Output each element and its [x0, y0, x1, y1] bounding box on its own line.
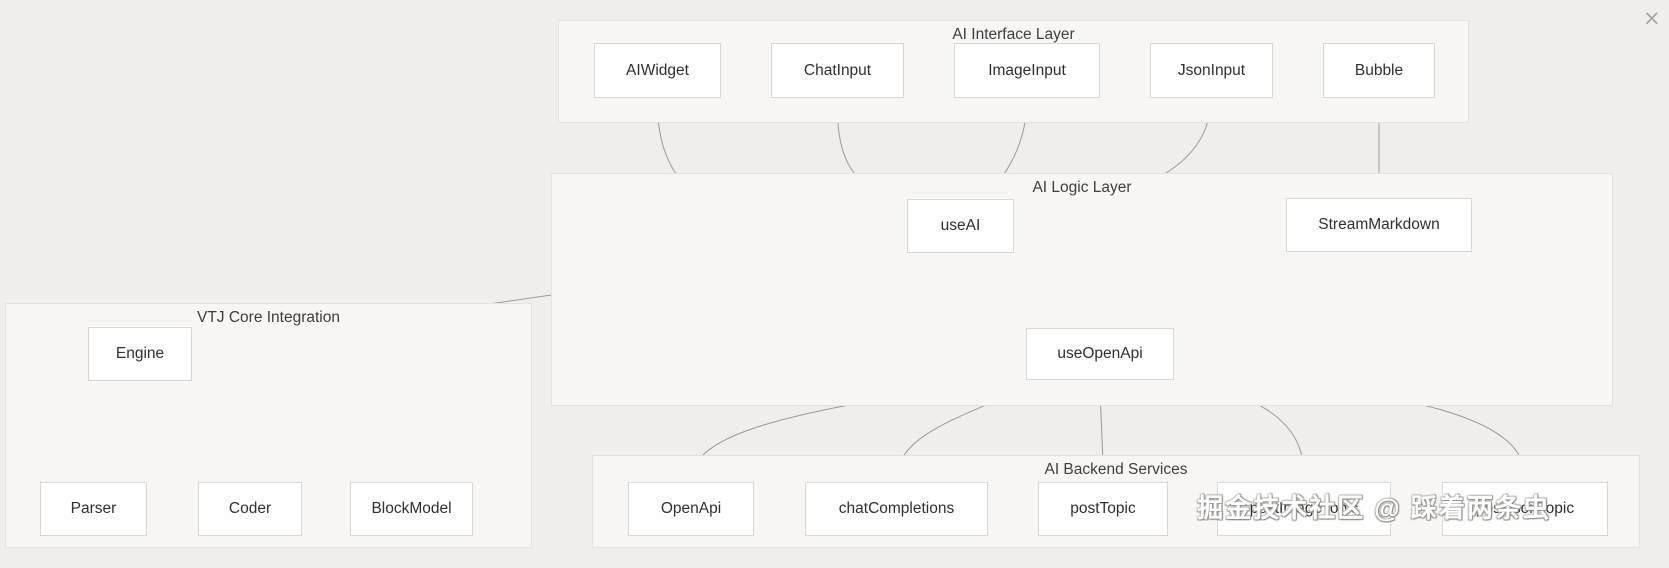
group-title-vtj-core-integration: VTJ Core Integration — [196, 309, 340, 326]
node-streammarkdown: StreamMarkdown — [1286, 198, 1472, 252]
node-blockmodel: BlockModel — [350, 482, 473, 536]
watermark: 掘金技术社区 @ 踩着两条虫 — [1197, 493, 1551, 523]
node-aiwidget: AIWidget — [594, 43, 721, 98]
node-engine: Engine — [88, 327, 192, 381]
node-parser: Parser — [40, 482, 147, 536]
node-useai: useAI — [907, 199, 1014, 253]
group-title-ai-backend-services: AI Backend Services — [1044, 461, 1188, 478]
close-icon[interactable]: × — [1643, 6, 1661, 30]
node-openapi: OpenApi — [628, 482, 754, 536]
group-title-ai-interface-layer: AI Interface Layer — [952, 26, 1075, 43]
node-imageinput: ImageInput — [954, 43, 1100, 98]
node-chatinput: ChatInput — [771, 43, 904, 98]
node-jsoninput: JsonInput — [1150, 43, 1273, 98]
node-postjsontopic: postJsonTopic — [1442, 482, 1608, 536]
node-postimagetopic: postImageTopic — [1217, 482, 1391, 536]
group-title-ai-logic-layer: AI Logic Layer — [1032, 179, 1132, 196]
node-posttopic: postTopic — [1038, 482, 1168, 536]
node-coder: Coder — [198, 482, 302, 536]
node-bubble: Bubble — [1323, 43, 1435, 98]
node-useopenapi: useOpenApi — [1026, 328, 1174, 380]
node-chatcompletions: chatCompletions — [805, 482, 988, 536]
